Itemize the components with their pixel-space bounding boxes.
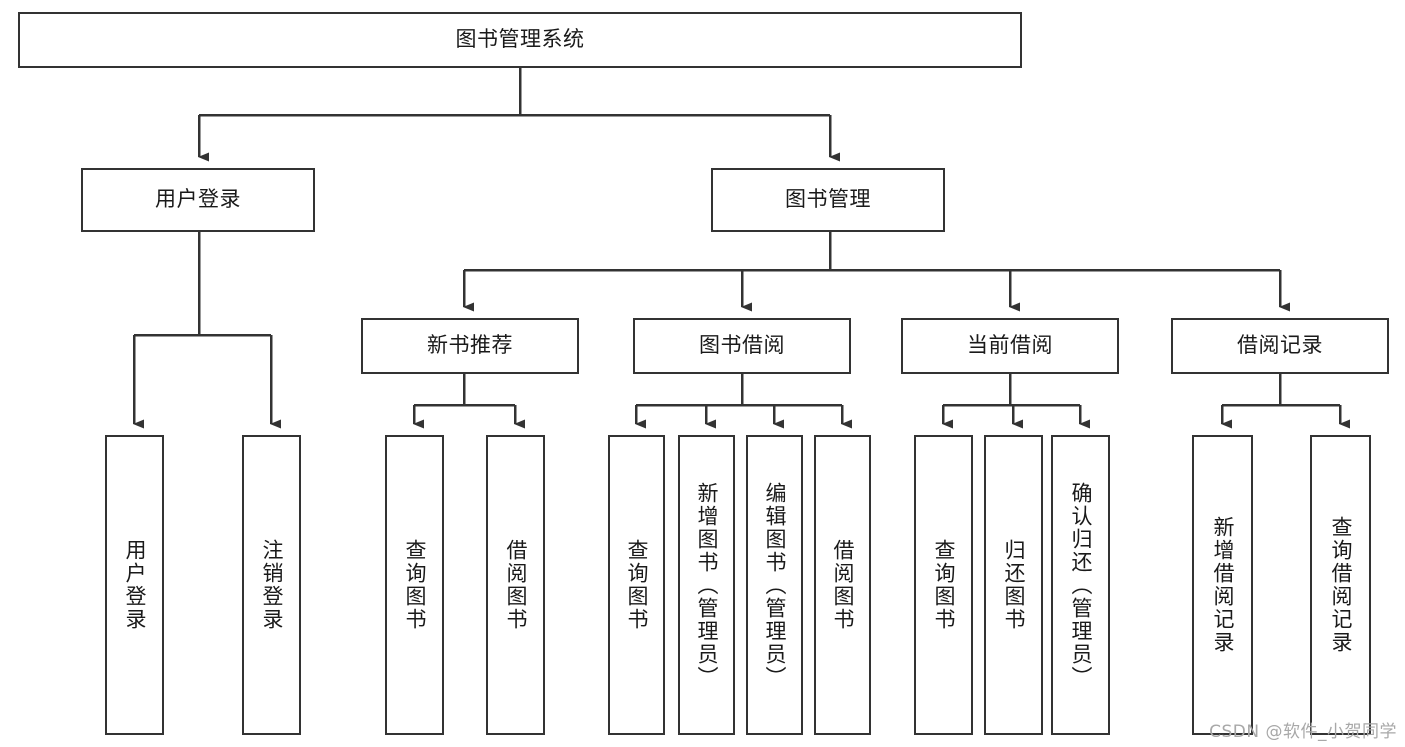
node-label: 查询图书: [932, 539, 956, 631]
node-label: 图书管理系统: [455, 27, 585, 52]
node-label: 图书借阅: [699, 333, 785, 358]
node-leaf-return-book[interactable]: 归还图书: [984, 435, 1043, 735]
node-label: 新书推荐: [427, 333, 513, 358]
node-label: 新增借阅记录: [1211, 516, 1235, 654]
node-leaf-logout[interactable]: 注销登录: [242, 435, 301, 735]
node-label: 新增图书（管理员）: [695, 481, 719, 689]
node-leaf-query-book-1[interactable]: 查询图书: [385, 435, 444, 735]
node-label: 借阅记录: [1237, 333, 1323, 358]
watermark-text: CSDN @软件_小贺同学: [1209, 722, 1397, 742]
node-leaf-query-book-3[interactable]: 查询图书: [914, 435, 973, 735]
node-label: 用户登录: [123, 539, 147, 631]
node-label: 借阅图书: [504, 539, 528, 631]
node-label: 确认归还（管理员）: [1069, 481, 1093, 689]
node-new-book-recommend[interactable]: 新书推荐: [361, 318, 579, 374]
node-user-login[interactable]: 用户登录: [81, 168, 315, 232]
node-label: 查询图书: [403, 539, 427, 631]
node-label: 编辑图书（管理员）: [763, 481, 787, 689]
node-leaf-borrow-book-1[interactable]: 借阅图书: [486, 435, 545, 735]
node-label: 用户登录: [155, 187, 241, 212]
node-leaf-edit-book[interactable]: 编辑图书（管理员）: [746, 435, 803, 735]
node-label: 注销登录: [260, 539, 284, 631]
node-leaf-user-login[interactable]: 用户登录: [105, 435, 164, 735]
node-label: 归还图书: [1002, 539, 1026, 631]
node-label: 当前借阅: [967, 333, 1053, 358]
node-leaf-query-record[interactable]: 查询借阅记录: [1310, 435, 1371, 735]
node-label: 借阅图书: [831, 539, 855, 631]
node-label: 查询借阅记录: [1329, 516, 1353, 654]
node-book-management[interactable]: 图书管理: [711, 168, 945, 232]
node-leaf-borrow-book-2[interactable]: 借阅图书: [814, 435, 871, 735]
node-leaf-add-book[interactable]: 新增图书（管理员）: [678, 435, 735, 735]
tree-edges: [132, 68, 1350, 429]
node-leaf-add-record[interactable]: 新增借阅记录: [1192, 435, 1253, 735]
node-borrow-record[interactable]: 借阅记录: [1171, 318, 1389, 374]
node-label: 图书管理: [785, 187, 871, 212]
node-leaf-confirm-return[interactable]: 确认归还（管理员）: [1051, 435, 1110, 735]
node-leaf-query-book-2[interactable]: 查询图书: [608, 435, 665, 735]
node-current-borrow[interactable]: 当前借阅: [901, 318, 1119, 374]
node-root[interactable]: 图书管理系统: [18, 12, 1022, 68]
node-book-borrow[interactable]: 图书借阅: [633, 318, 851, 374]
node-label: 查询图书: [625, 539, 649, 631]
